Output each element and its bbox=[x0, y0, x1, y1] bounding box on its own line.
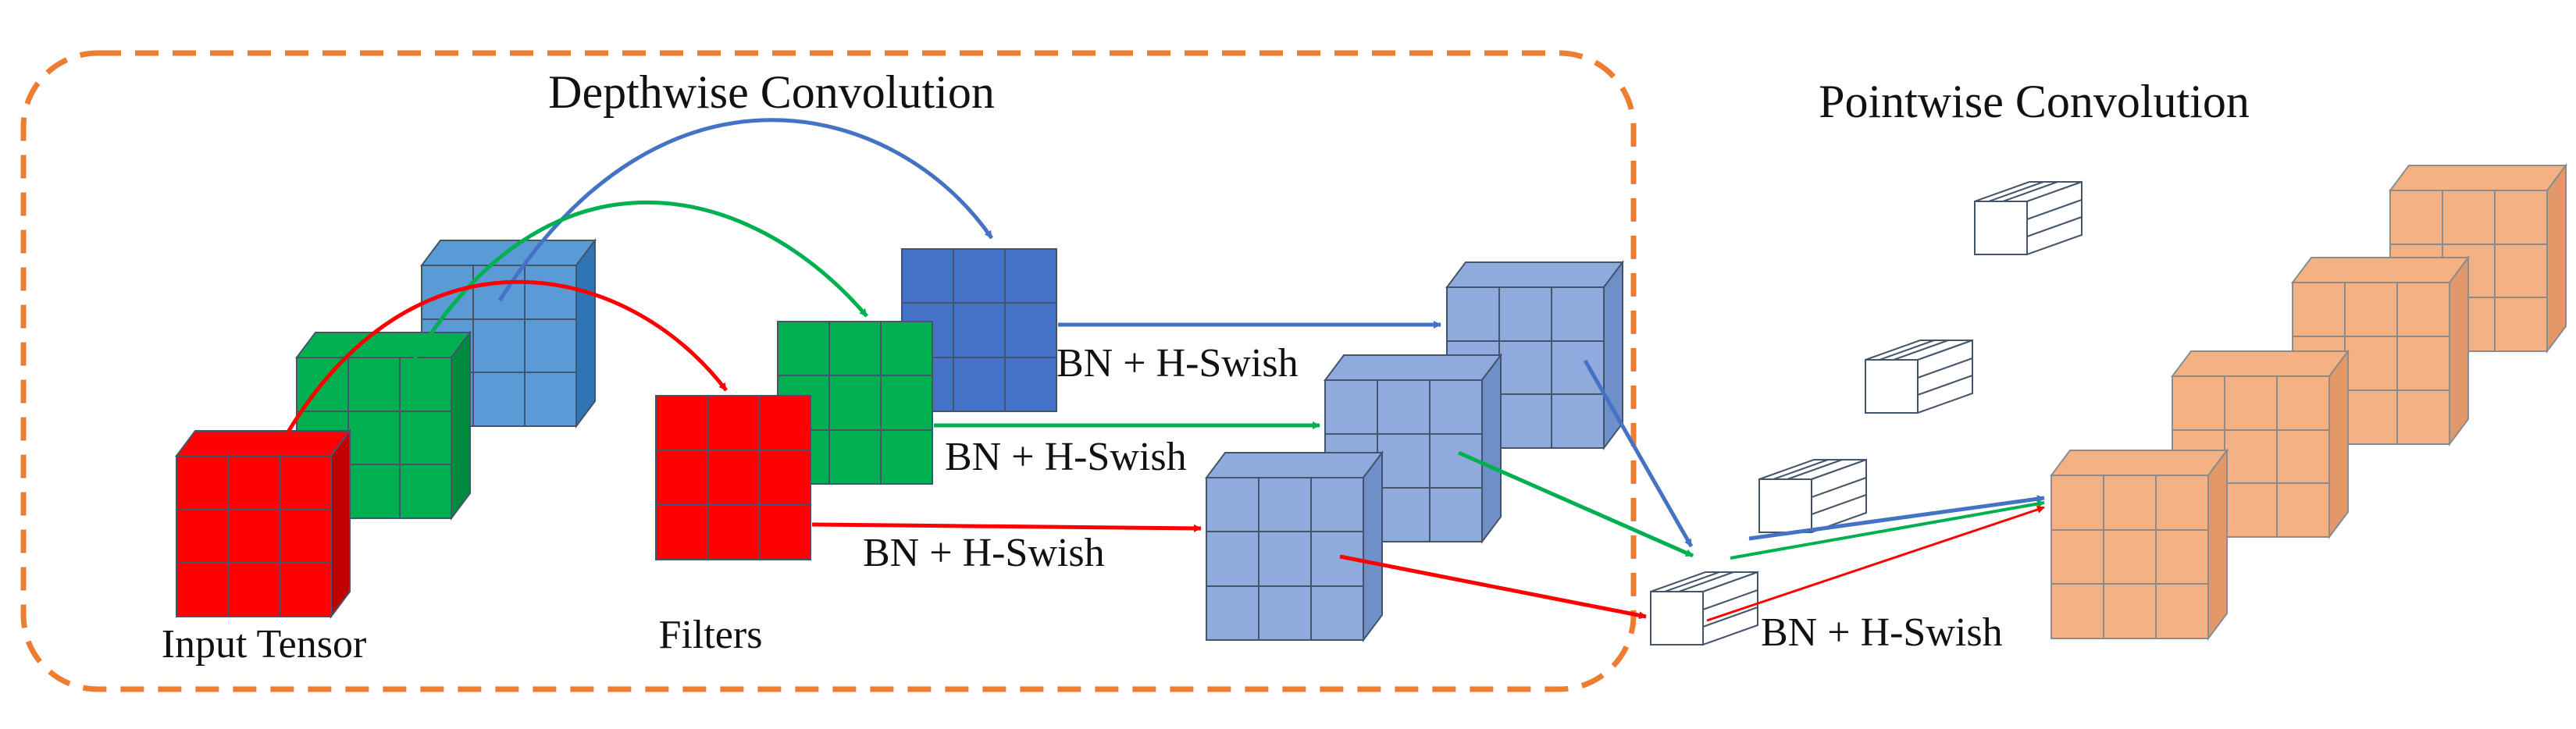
filter-red bbox=[655, 395, 811, 560]
pointwise-output-4 bbox=[2050, 448, 2229, 641]
arrow-pointwise-to-output-blue bbox=[1748, 495, 2045, 541]
filters-label: Filters bbox=[659, 613, 763, 657]
bn-hswish-label-4: BN + H-Swish bbox=[1761, 610, 2003, 655]
depthwise-title: Depthwise Convolution bbox=[548, 66, 995, 118]
pointwise-kernel-4 bbox=[1650, 571, 1758, 646]
arrow-input-to-filter-green bbox=[408, 200, 868, 368]
arrow-input-to-filter-blue bbox=[497, 118, 994, 302]
arrow-pointwise-to-output-red bbox=[1706, 506, 2045, 622]
input-tensor-label: Input Tensor bbox=[162, 622, 367, 667]
arrow-output-to-pointwise-red bbox=[1339, 554, 1647, 620]
arrow-pointwise-to-output-green bbox=[1730, 500, 2045, 560]
arrow-filter-to-output-red bbox=[811, 522, 1202, 532]
pointwise-filter-stack bbox=[1650, 180, 2083, 646]
bn-hswish-label-2: BN + H-Swish bbox=[945, 435, 1187, 479]
bn-hswish-label-1: BN + H-Swish bbox=[1056, 341, 1299, 386]
arrow-output-to-pointwise-blue bbox=[1583, 359, 1694, 548]
arrow-output-to-pointwise-green bbox=[1457, 450, 1694, 558]
pointwise-title: Pointwise Convolution bbox=[1819, 76, 2250, 127]
pointwise-kernel-3 bbox=[1758, 458, 1867, 534]
pointwise-kernel-1 bbox=[1974, 180, 2083, 256]
arrow-input-to-filter-red bbox=[283, 279, 728, 439]
pointwise-kernel-2 bbox=[1865, 339, 1973, 414]
input-tensor-channel-red bbox=[175, 429, 351, 619]
depthwise-stage-boundary bbox=[20, 50, 1637, 692]
bn-hswish-label-3: BN + H-Swish bbox=[863, 531, 1105, 575]
depthwise-output-front bbox=[1205, 450, 1384, 642]
